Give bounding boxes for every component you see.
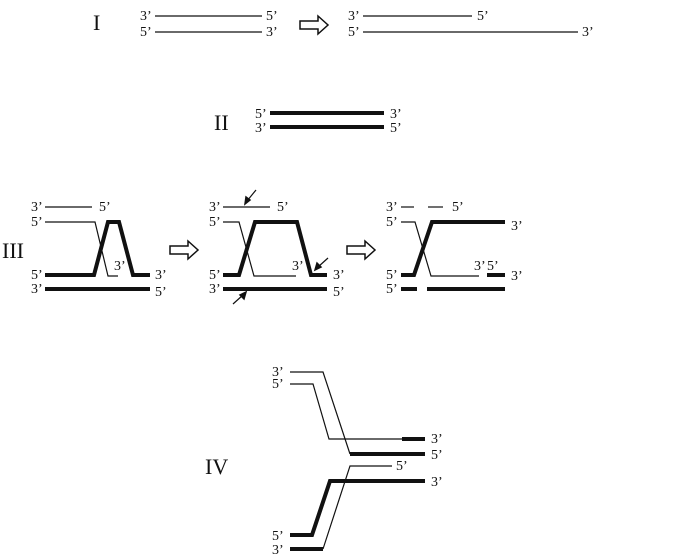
- strand-thick: [223, 220, 327, 277]
- end-label: 3’: [140, 9, 152, 24]
- section-label-ii: II: [214, 110, 229, 135]
- end-label: 5’: [431, 448, 443, 463]
- end-label: 3’: [511, 219, 523, 234]
- open-arrow-icon: [299, 15, 329, 35]
- end-label: 5’: [477, 9, 489, 24]
- strand-thick: [290, 479, 425, 537]
- end-label: 5’: [209, 268, 221, 283]
- end-label: 3’: [386, 200, 398, 215]
- end-label: 5’: [209, 215, 221, 230]
- end-label: 5’: [272, 529, 284, 544]
- end-label: 5’: [31, 268, 43, 283]
- panel-3: 3’ 5’ 5’ 5’ 3’ 3’ 5’ 3’ 5’: [386, 200, 523, 297]
- end-label: 3’: [31, 200, 43, 215]
- strand-thin: [290, 383, 403, 440]
- end-label: 3’: [266, 25, 278, 40]
- end-label: 3’: [31, 282, 43, 297]
- section-label-i: I: [93, 10, 100, 35]
- end-label: 5’: [155, 285, 167, 300]
- end-label: 3’: [209, 200, 221, 215]
- end-label: 5’: [333, 285, 345, 300]
- end-label: 5’: [396, 459, 408, 474]
- end-label: 5’: [99, 200, 111, 215]
- end-label: 3’: [272, 543, 284, 558]
- strand-thin: [401, 221, 479, 277]
- end-label: 3’: [582, 25, 594, 40]
- open-arrow-icon: [169, 240, 199, 260]
- end-label: 3’: [333, 268, 345, 283]
- end-label: 5’: [386, 282, 398, 297]
- open-arrow-icon: [346, 240, 376, 260]
- end-label: 5’: [255, 107, 267, 122]
- strand-thin: [290, 371, 351, 455]
- end-label: 5’: [487, 259, 499, 274]
- end-label: 3’: [255, 121, 267, 136]
- section-iii: III 3’ 5’ 5’ 5’ 3’ 3’ 3’ 5’ 3’ 5’ 5’ 5’ …: [2, 189, 523, 305]
- nick-arrow-icon: [232, 290, 248, 305]
- end-label: 3’: [155, 268, 167, 283]
- section-label-iv: IV: [205, 454, 228, 479]
- end-label: 3’: [431, 432, 443, 447]
- end-label: 5’: [266, 9, 278, 24]
- end-label: 5’: [386, 215, 398, 230]
- section-label-iii: III: [2, 238, 24, 263]
- section-ii: II 5’ 3’ 3’ 5’: [214, 107, 402, 136]
- end-label: 3’: [474, 259, 486, 274]
- end-label: 5’: [452, 200, 464, 215]
- strand-thick: [45, 220, 150, 277]
- end-label: 3’: [272, 365, 284, 380]
- end-label: 5’: [277, 200, 289, 215]
- end-label: 3’: [292, 259, 304, 274]
- end-label: 5’: [390, 121, 402, 136]
- end-label: 5’: [386, 268, 398, 283]
- end-label: 5’: [31, 215, 43, 230]
- end-label: 5’: [348, 25, 360, 40]
- panel-1: 3’ 5’ 5’ 5’ 3’ 3’ 3’ 5’: [31, 200, 167, 300]
- end-label: 3’: [348, 9, 360, 24]
- end-label: 5’: [272, 377, 284, 392]
- strand-thin: [322, 465, 392, 550]
- end-label: 3’: [390, 107, 402, 122]
- panel-2: 3’ 5’ 5’ 5’ 3’ 3’ 3’ 5’: [209, 189, 345, 305]
- end-label: 5’: [140, 25, 152, 40]
- end-label: 3’: [114, 259, 126, 274]
- strand-thin: [223, 221, 296, 277]
- end-label: 3’: [209, 282, 221, 297]
- section-i: I 3’ 5’ 5’ 3’ 3’ 5’ 5’ 3’: [93, 9, 594, 40]
- nick-arrow-icon: [243, 189, 257, 206]
- end-label: 3’: [431, 475, 443, 490]
- section-iv: IV 3’ 5’ 3’ 5’ 5’ 3’ 5’ 3’: [205, 365, 443, 558]
- nick-arrow-icon: [313, 257, 329, 272]
- end-label: 3’: [511, 269, 523, 284]
- strand-thick: [401, 220, 505, 277]
